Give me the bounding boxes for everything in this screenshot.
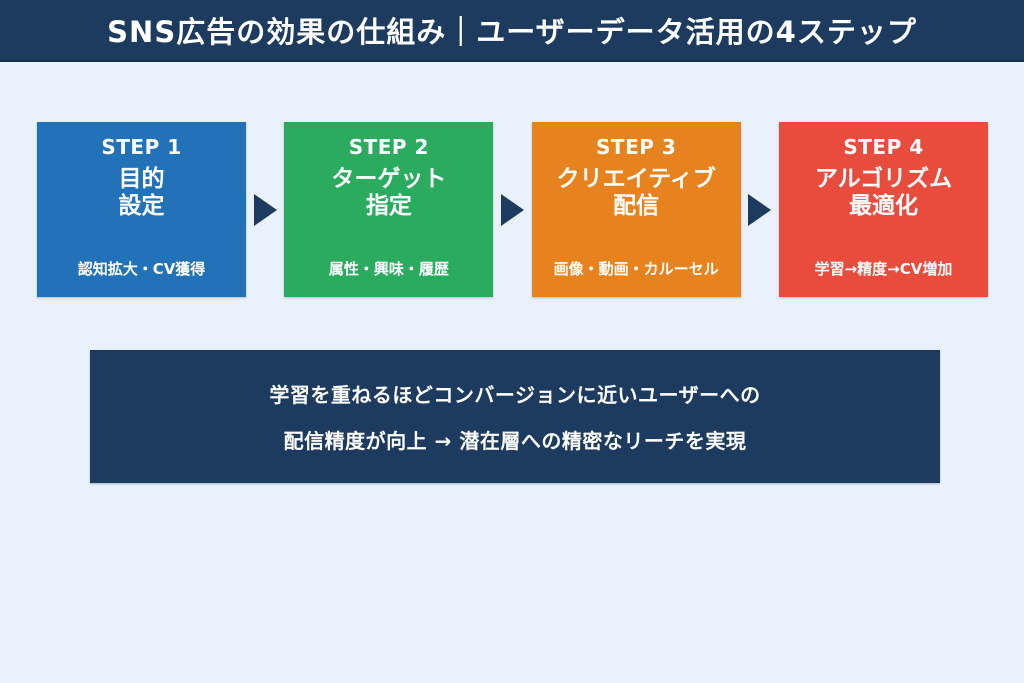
step-1-title-line2: 設定 [118, 193, 165, 220]
step-box-4: STEP 4 アルゴリズム 最適化 学習→精度→CV増加 [778, 122, 988, 297]
step-1-title-line1: 目的 [118, 166, 165, 192]
step-4-subtitle: 学習→精度→CV増加 [814, 260, 953, 278]
arrow-cell-1 [246, 122, 284, 297]
summary-line-1: 学習を重ねるほどコンバージョンに近いユーザーへの [269, 383, 761, 407]
step-box-1: STEP 1 目的 設定 認知拡大・CV獲得 [37, 122, 246, 297]
summary-line-2: 配信精度が向上 → 潜在層への精密なリーチを実現 [283, 429, 747, 453]
step-4-label: STEP 4 [843, 135, 924, 159]
step-2-subtitle: 属性・興味・履歴 [328, 260, 449, 278]
step-2-title-line2: 指定 [365, 193, 412, 220]
step-box-3: STEP 3 クリエイティブ 配信 画像・動画・カルーセル [531, 122, 741, 297]
step-3-label: STEP 3 [596, 135, 677, 159]
step-1-subtitle: 認知拡大・CV獲得 [77, 260, 206, 278]
steps-row: STEP 1 目的 設定 認知拡大・CV獲得 STEP 2 ターゲット 指定 属… [37, 122, 988, 297]
step-3-title-line2: 配信 [613, 193, 660, 220]
summary-box: 学習を重ねるほどコンバージョンに近いユーザーへの 配信精度が向上 → 潜在層への… [90, 350, 940, 483]
arrow-cell-3 [741, 122, 779, 297]
step-3-subtitle: 画像・動画・カルーセル [553, 260, 719, 278]
step-1-title: 目的 設定 [119, 166, 165, 220]
arrow-right-icon [500, 193, 524, 226]
step-3-title-line1: クリエイティブ [556, 166, 716, 192]
step-2-title-line1: ターゲット [331, 166, 447, 192]
page-title: SNS広告の効果の仕組み｜ユーザーデータ活用の4ステップ [107, 15, 917, 49]
title-bar: SNS広告の効果の仕組み｜ユーザーデータ活用の4ステップ [0, 0, 1024, 62]
step-4-title-line1: アルゴリズム [814, 166, 953, 192]
arrow-cell-2 [493, 122, 531, 297]
step-4-title-line2: 最適化 [848, 193, 918, 220]
step-3-title: クリエイティブ 配信 [557, 166, 716, 220]
step-2-title: ターゲット 指定 [331, 166, 446, 220]
arrow-right-icon [748, 193, 772, 226]
arrow-right-icon [253, 193, 277, 226]
step-4-title: アルゴリズム 最適化 [815, 166, 952, 220]
step-2-label: STEP 2 [348, 135, 429, 159]
step-box-2: STEP 2 ターゲット 指定 属性・興味・履歴 [284, 122, 494, 297]
step-1-label: STEP 1 [101, 135, 182, 159]
